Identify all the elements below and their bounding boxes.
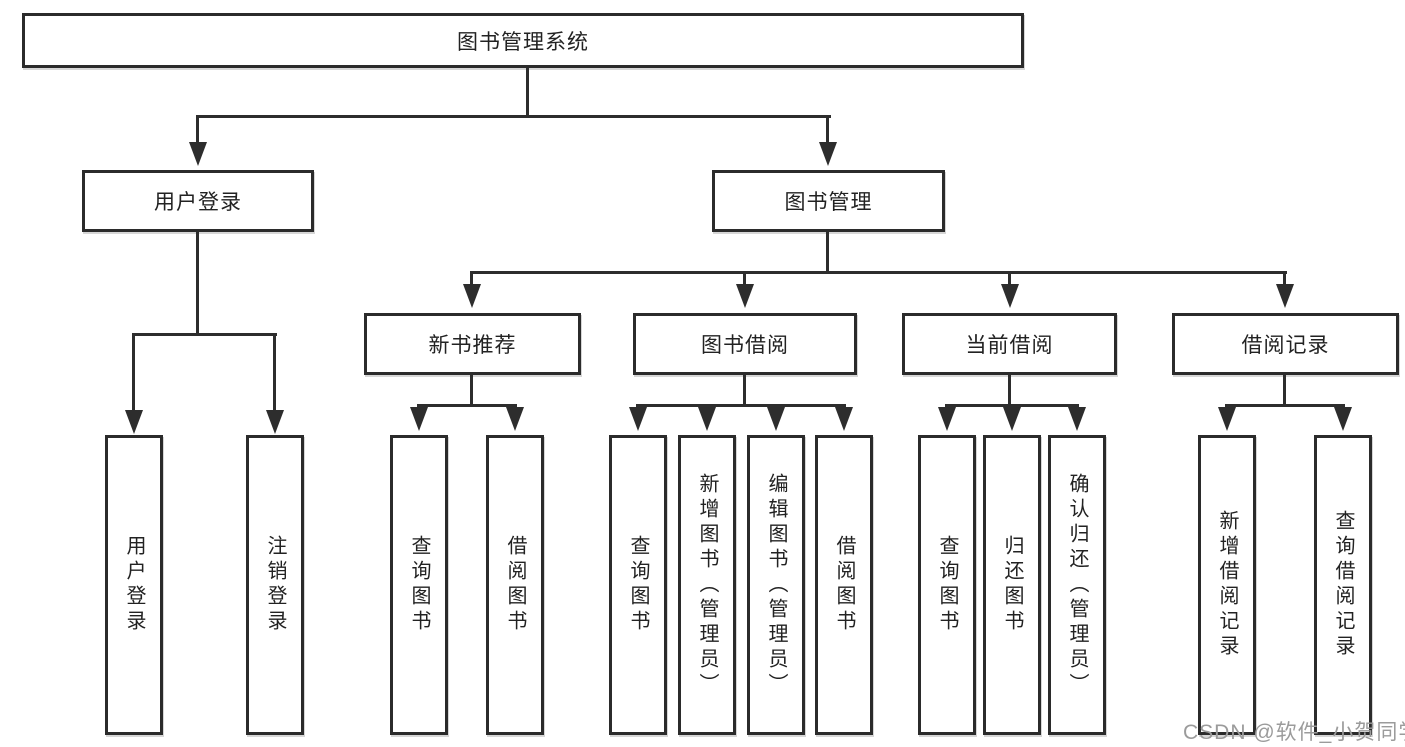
connector-new-book-rec-bus: [417, 404, 517, 407]
leaf-label: 归还图书: [1001, 535, 1023, 635]
leaf-book-borrow-borrow: 借阅图书: [815, 435, 873, 735]
node-current-borrow: 当前借阅: [902, 313, 1117, 375]
connector-current-borrow-bus: [945, 404, 1079, 407]
node-root-library-system: 图书管理系统: [22, 13, 1024, 68]
leaf-label: 查询图书: [408, 535, 430, 635]
arrowhead-leaf: [835, 407, 853, 431]
connector-borrow-record-bus: [1225, 404, 1345, 407]
connector-current-borrow-drop: [1008, 375, 1011, 407]
node-book-mgmt: 图书管理: [712, 170, 945, 232]
node-label: 当前借阅: [965, 334, 1054, 357]
arrowhead-leaf: [266, 410, 284, 434]
leaf-label: 借阅图书: [833, 535, 855, 635]
connector-drop-leaf: [132, 333, 135, 412]
connector-drop-current-borrow: [1008, 271, 1011, 287]
leaf-new-book-rec-query: 查询图书: [390, 435, 448, 735]
arrowhead-leaf: [698, 407, 716, 431]
arrowhead-current-borrow: [1001, 284, 1019, 308]
leaf-book-borrow-query: 查询图书: [609, 435, 667, 735]
node-borrow-record: 借阅记录: [1172, 313, 1399, 375]
connector-new-book-rec-drop: [470, 375, 473, 407]
arrowhead-leaf: [767, 407, 785, 431]
leaf-label: 注销登录: [264, 535, 286, 635]
connector-root-drop: [526, 68, 529, 118]
arrowhead-user-login: [189, 142, 207, 166]
arrowhead-book-mgmt: [819, 142, 837, 166]
connector-drop-borrow-record: [1283, 271, 1286, 287]
arrowhead-leaf: [410, 407, 428, 431]
leaf-label: 新增图书（管理员）: [696, 472, 718, 698]
node-user-login: 用户登录: [82, 170, 314, 232]
connector-book-borrow-drop: [743, 375, 746, 407]
arrowhead-leaf: [938, 407, 956, 431]
arrowhead-leaf: [629, 407, 647, 431]
connector-drop-leaf: [273, 333, 276, 412]
node-label: 图书借阅: [701, 334, 789, 357]
leaf-borrow-record-add: 新增借阅记录: [1198, 435, 1256, 735]
node-label: 借阅记录: [1241, 334, 1330, 357]
node-label: 图书管理: [784, 191, 873, 214]
leaf-label: 借阅图书: [504, 535, 526, 635]
leaf-label: 编辑图书（管理员）: [765, 472, 787, 698]
leaf-user-login-logout: 注销登录: [246, 435, 304, 735]
arrowhead-borrow-record: [1276, 284, 1294, 308]
leaf-book-borrow-add-admin: 新增图书（管理员）: [678, 435, 736, 735]
arrowhead-new-book-rec: [463, 284, 481, 308]
connector-book-mgmt-bus: [470, 271, 1287, 274]
leaf-new-book-rec-borrow: 借阅图书: [486, 435, 544, 735]
arrowhead-leaf: [506, 407, 524, 431]
node-book-borrow: 图书借阅: [633, 313, 857, 375]
leaf-current-borrow-return: 归还图书: [983, 435, 1041, 735]
leaf-book-borrow-edit-admin: 编辑图书（管理员）: [747, 435, 805, 735]
connector-user-login-drop: [196, 232, 199, 336]
connector-user-login-bus: [132, 333, 277, 336]
connector-borrow-record-drop: [1283, 375, 1286, 407]
connector-book-mgmt-drop: [826, 232, 829, 274]
arrowhead-book-borrow: [736, 284, 754, 308]
leaf-user-login-login: 用户登录: [105, 435, 163, 735]
node-label: 新书推荐: [428, 334, 517, 357]
node-new-book-rec: 新书推荐: [364, 313, 581, 375]
connector-root-bus: [196, 115, 831, 118]
leaf-borrow-record-query: 查询借阅记录: [1314, 435, 1372, 735]
arrowhead-leaf: [125, 410, 143, 434]
leaf-label: 新增借阅记录: [1216, 510, 1238, 660]
arrowhead-leaf: [1068, 407, 1086, 431]
connector-drop-book-borrow: [743, 271, 746, 287]
connector-drop-user-login: [196, 115, 199, 147]
leaf-label: 用户登录: [123, 535, 145, 635]
leaf-label: 查询借阅记录: [1332, 510, 1354, 660]
leaf-label: 查询图书: [627, 535, 649, 635]
connector-drop-book-mgmt: [826, 115, 829, 147]
node-label: 用户登录: [154, 191, 242, 214]
arrowhead-leaf: [1218, 407, 1236, 431]
leaf-label: 查询图书: [936, 535, 958, 635]
node-label: 图书管理系统: [457, 30, 589, 54]
connector-book-borrow-bus: [636, 404, 846, 407]
arrowhead-leaf: [1334, 407, 1352, 431]
arrowhead-leaf: [1003, 407, 1021, 431]
leaf-label: 确认归还（管理员）: [1066, 472, 1088, 698]
connector-drop-new-book-rec: [470, 271, 473, 287]
csdn-watermark: CSDN @软件_小贺同学: [1183, 721, 1405, 744]
leaf-current-borrow-query: 查询图书: [918, 435, 976, 735]
leaf-current-borrow-confirm-admin: 确认归还（管理员）: [1048, 435, 1106, 735]
